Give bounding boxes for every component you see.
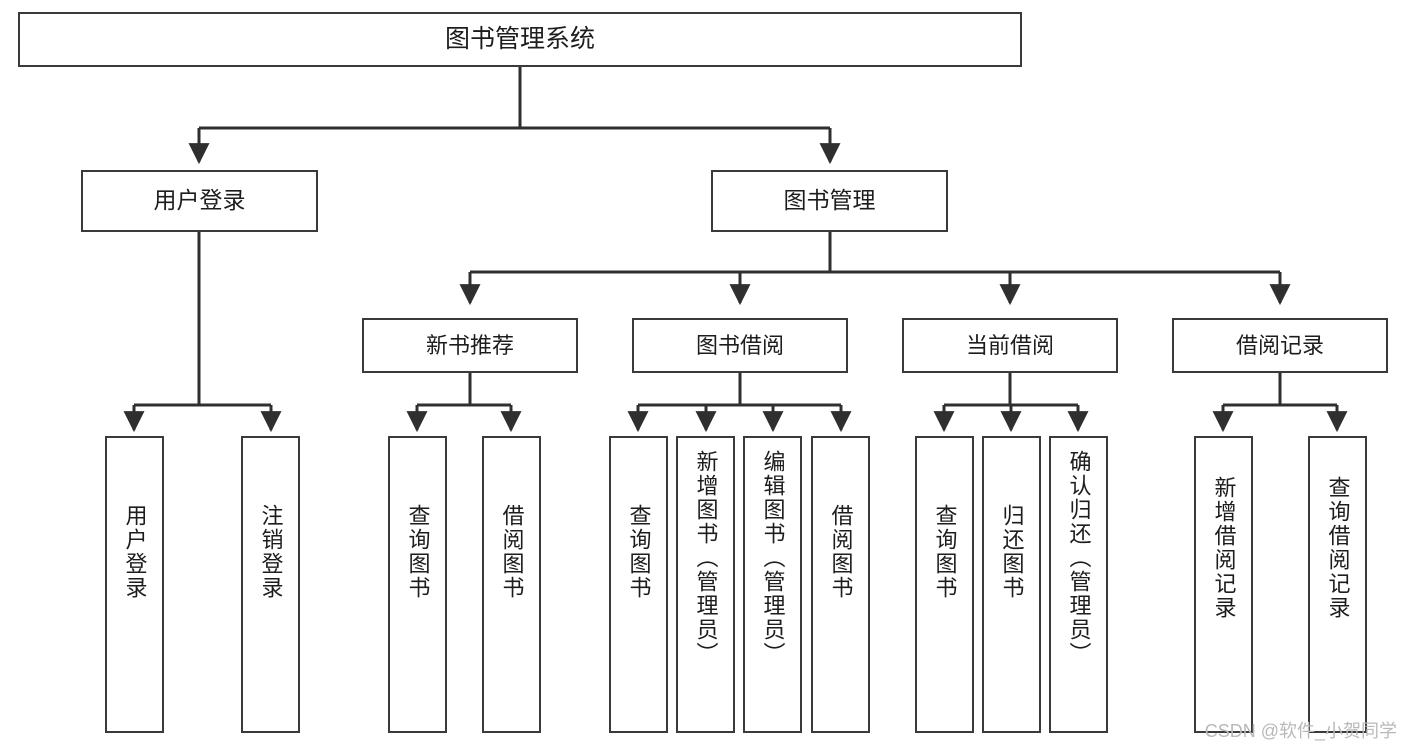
leaf-borrow-borrow-book[interactable]: 借阅图书 — [811, 436, 870, 733]
node-book-management[interactable]: 图书管理 — [711, 170, 948, 232]
node-label: 图书管理 — [783, 187, 876, 214]
leaf-record-add-record[interactable]: 新增借阅记录 — [1194, 436, 1253, 733]
leaf-current-confirm-return-admin[interactable]: 确认归还（管理员） — [1049, 436, 1108, 733]
node-label: 查询图书 — [405, 504, 431, 600]
node-label: 新书推荐 — [425, 332, 514, 358]
node-book-borrow[interactable]: 图书借阅 — [632, 318, 848, 373]
node-label: 注销登录 — [258, 504, 284, 600]
leaf-borrow-query-book[interactable]: 查询图书 — [609, 436, 668, 733]
node-label: 归还图书 — [999, 504, 1025, 600]
leaf-borrow-add-book-admin[interactable]: 新增图书（管理员） — [676, 436, 735, 733]
leaf-user-logout[interactable]: 注销登录 — [241, 436, 300, 733]
node-borrow-record[interactable]: 借阅记录 — [1172, 318, 1388, 373]
node-label: 查询借阅记录 — [1325, 476, 1351, 620]
leaf-current-return-book[interactable]: 归还图书 — [982, 436, 1041, 733]
leaf-current-query-book[interactable]: 查询图书 — [915, 436, 974, 733]
node-label: 借阅记录 — [1235, 332, 1324, 358]
node-current-borrow[interactable]: 当前借阅 — [902, 318, 1118, 373]
node-label: 图书管理系统 — [444, 24, 595, 53]
node-label: 查询图书 — [932, 504, 958, 600]
node-label: 图书借阅 — [695, 332, 784, 358]
node-label: 用户登录 — [153, 187, 246, 214]
node-label: 编辑图书（管理员） — [760, 450, 786, 666]
node-label: 借阅图书 — [499, 504, 525, 600]
node-root-system[interactable]: 图书管理系统 — [18, 12, 1022, 67]
leaf-recommend-borrow-book[interactable]: 借阅图书 — [482, 436, 541, 733]
node-label: 用户登录 — [122, 504, 148, 600]
leaf-recommend-query-book[interactable]: 查询图书 — [388, 436, 447, 733]
node-user-login[interactable]: 用户登录 — [81, 170, 318, 232]
node-label: 借阅图书 — [828, 504, 854, 600]
node-label: 查询图书 — [626, 504, 652, 600]
leaf-record-query-record[interactable]: 查询借阅记录 — [1308, 436, 1367, 733]
leaf-user-login[interactable]: 用户登录 — [105, 436, 164, 733]
node-new-book-recommend[interactable]: 新书推荐 — [362, 318, 578, 373]
node-label: 当前借阅 — [965, 332, 1054, 358]
node-label: 新增借阅记录 — [1211, 476, 1237, 620]
node-label: 确认归还（管理员） — [1066, 450, 1092, 666]
leaf-borrow-edit-book-admin[interactable]: 编辑图书（管理员） — [743, 436, 802, 733]
node-label: 新增图书（管理员） — [693, 450, 719, 666]
